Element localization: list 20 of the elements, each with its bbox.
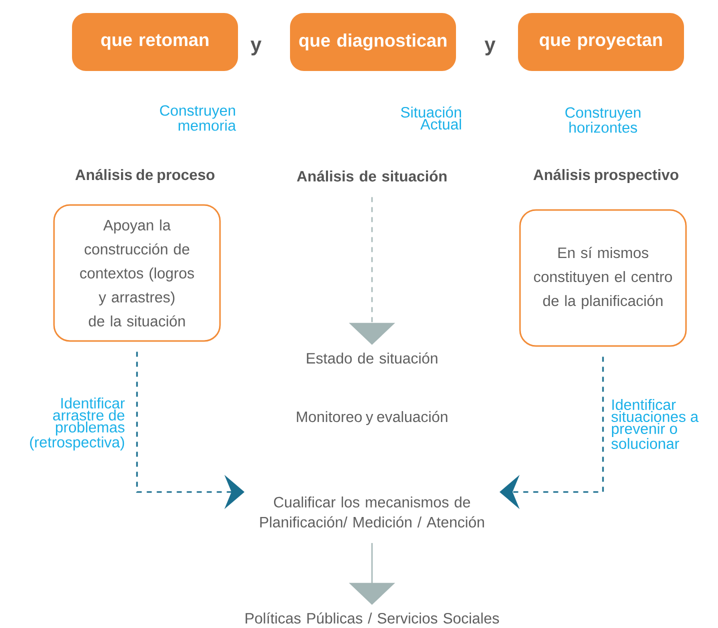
subtitle: Situación Actual	[400, 106, 462, 130]
text-box: En sí mismos constituyen el centro de la planificación	[519, 209, 687, 347]
annotation: Identificar arrastre de problemas (retrospectiva)	[30, 398, 125, 450]
annotation: Identificar situaciones a prevenir o solucionar	[611, 399, 699, 449]
column-heading: Análisis de situación	[296, 170, 446, 182]
pill-button: que proyectan	[518, 13, 684, 71]
caption: Monitoreo y evaluación	[296, 410, 448, 426]
column-heading: Análisis de proceso	[75, 168, 214, 184]
flow-text: Estado de situación	[306, 352, 438, 364]
flow-text: Cualificar los mecanismos de Planificación/ Medición / Atención	[260, 496, 484, 528]
subtitle: Construyen memoria	[160, 105, 236, 131]
pill-button: que diagnostican	[290, 13, 456, 71]
arrow	[500, 356, 604, 510]
flow-text: Políticas Públicas / Servicios Sociales	[246, 612, 499, 624]
connector-word: y	[250, 40, 262, 56]
column-heading: Análisis prospectivo	[533, 168, 678, 184]
subtitle: Construyen horizontes	[565, 107, 640, 133]
text-box: Apoyan la construcción de contextos (logros y arrastres) de la situación	[53, 204, 221, 342]
connector-word: y	[484, 40, 496, 56]
pill-button: que retoman	[72, 13, 238, 71]
